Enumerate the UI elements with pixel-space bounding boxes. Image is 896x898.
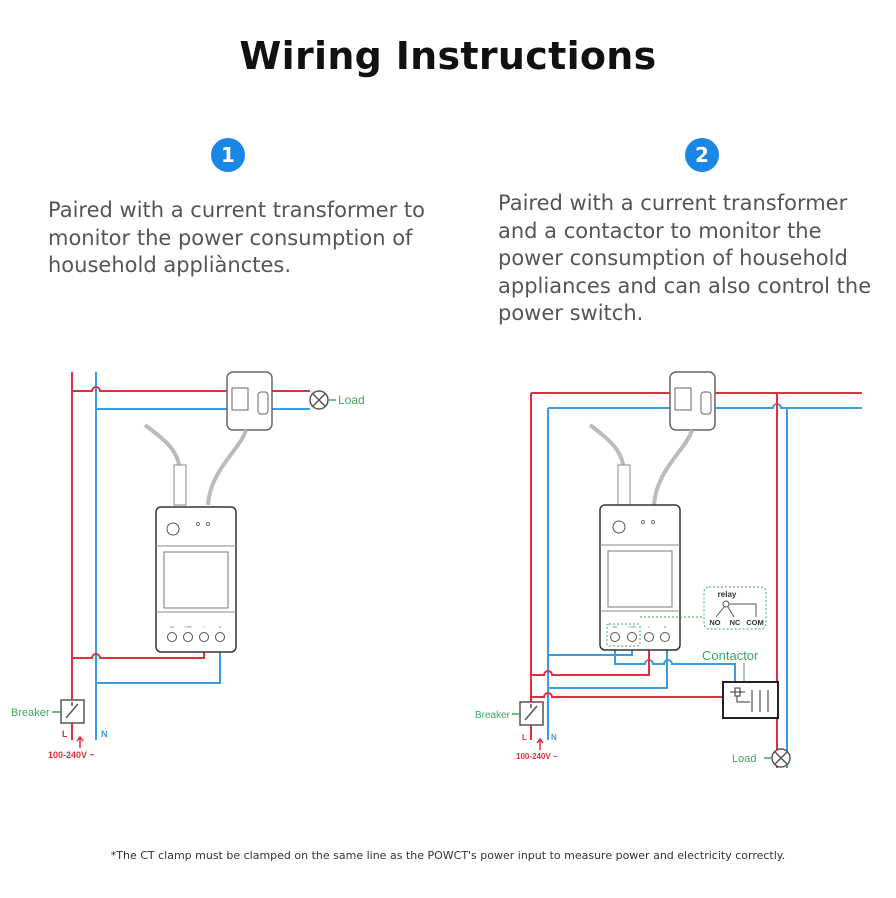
- load-lamp-icon: [764, 748, 791, 768]
- powct-device: NO COM L N: [155, 506, 237, 653]
- step-1-description: Paired with a current transformer to mon…: [48, 198, 425, 277]
- footnote: *The CT clamp must be clamped on the sam…: [110, 849, 786, 862]
- terminal-label: L: [203, 625, 205, 629]
- load-label: Load: [338, 393, 365, 407]
- no-wire-to-contactor: [614, 650, 736, 683]
- step-badge-1: 1: [211, 138, 245, 172]
- ct-clamp-icon: [669, 371, 716, 431]
- terminal-label: L: [648, 625, 650, 629]
- powct-device: NO COM L N: [599, 504, 681, 651]
- live-wire-to-contactor: [531, 692, 723, 698]
- cable: [652, 429, 694, 506]
- breaker-label: Breaker: [11, 707, 50, 719]
- terminal-label: N: [664, 625, 666, 629]
- step-2-description: Paired with a current transformer and a …: [498, 191, 872, 325]
- neutral-wire-to-device: [548, 650, 668, 689]
- relay-terminal-nc: NC: [730, 618, 741, 627]
- relay-terminal-com: COM: [746, 618, 764, 627]
- live-wire-to-device: [531, 650, 650, 676]
- terminal-label: NO: [170, 625, 175, 629]
- line-label: L: [522, 733, 527, 742]
- line-label: L: [62, 729, 68, 739]
- terminal-label: COM: [628, 625, 635, 629]
- ct-clamp-icon: [226, 371, 273, 431]
- live-wire-to-device: [72, 650, 205, 659]
- breaker-icon: [52, 699, 85, 724]
- terminal-label: N: [219, 625, 221, 629]
- terminal-label: COM: [184, 625, 191, 629]
- neutral-label: N: [101, 729, 108, 739]
- load-lamp-icon: [309, 390, 336, 410]
- load-label: Load: [732, 753, 756, 765]
- page-title: Wiring Instructions: [239, 34, 657, 78]
- arrow-up-icon: [536, 737, 544, 750]
- arrow-up-icon: [76, 735, 84, 748]
- relay-callout: relay NO NC COM: [703, 586, 767, 630]
- breaker-label: Breaker: [475, 710, 511, 721]
- voltage-label: 100-240V ~: [48, 750, 95, 760]
- neutral-label: N: [551, 733, 557, 742]
- neutral-wire-to-device: [96, 650, 221, 684]
- contactor-label: Contactor: [702, 648, 759, 663]
- relay-terminal-no: NO: [709, 618, 720, 627]
- neutral-wire-to-com: [548, 650, 633, 656]
- contactor-icon: [722, 681, 779, 719]
- live-wire-to-load: [72, 386, 310, 392]
- voltage-label: 100-240V ~: [516, 752, 558, 761]
- step-badge-2: 2: [685, 138, 719, 172]
- breaker-icon: [512, 701, 544, 726]
- cable: [206, 429, 248, 506]
- terminal-label: NO: [613, 625, 618, 629]
- relay-label: relay: [718, 590, 737, 599]
